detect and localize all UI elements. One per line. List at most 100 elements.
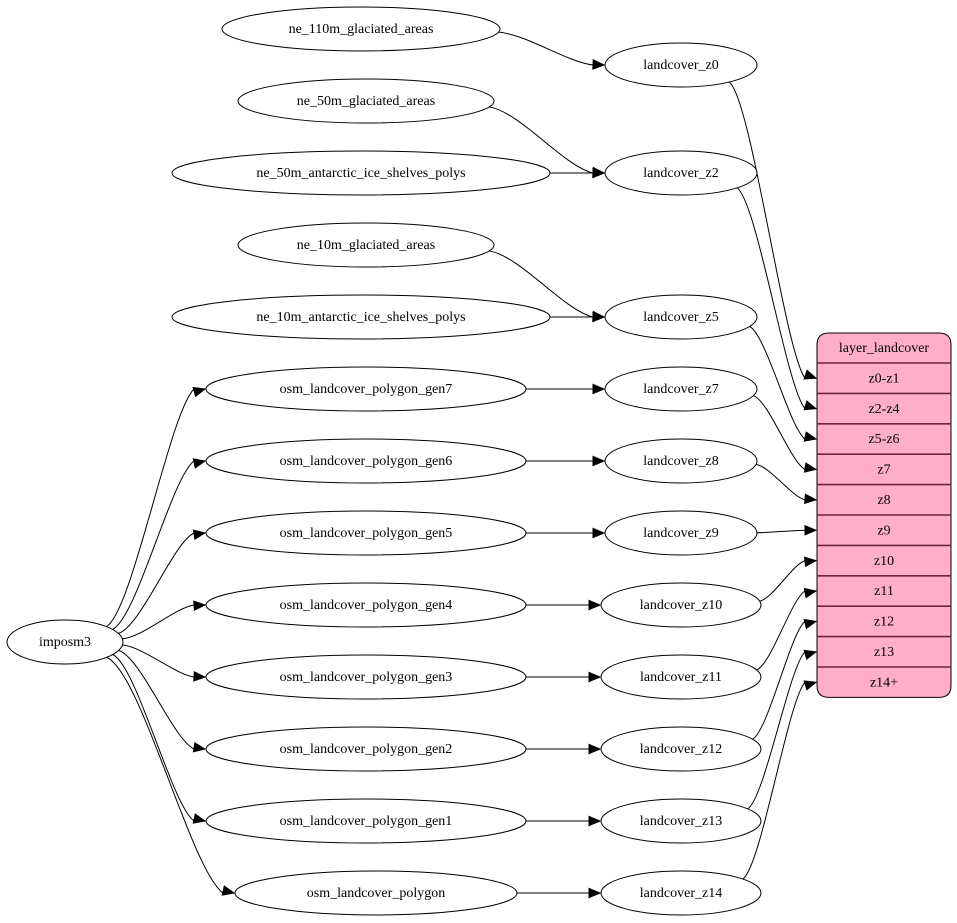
node-landcover_z5[interactable]: landcover_z5 bbox=[604, 294, 758, 340]
node-landcover_z8[interactable]: landcover_z8 bbox=[604, 438, 758, 484]
node-osm_landcover_polygon_gen2[interactable]: osm_landcover_polygon_gen2 bbox=[205, 726, 527, 772]
node-ellipse-shape bbox=[604, 42, 758, 88]
node-label: osm_landcover_polygon_gen1 bbox=[280, 814, 453, 829]
node-landcover_z13[interactable]: landcover_z13 bbox=[600, 798, 762, 844]
node-label: ne_10m_antarctic_ice_shelves_polys bbox=[256, 310, 465, 325]
edge-arrowhead bbox=[803, 618, 818, 630]
node-landcover_z7[interactable]: landcover_z7 bbox=[604, 366, 758, 412]
node-ne_50m_glaciated_areas[interactable]: ne_50m_glaciated_areas bbox=[237, 78, 495, 124]
edge-arrowhead bbox=[592, 455, 606, 467]
node-ellipse-shape bbox=[6, 619, 124, 665]
edge-imposm3-to-osm_landcover_polygon_gen2 bbox=[117, 649, 195, 750]
edge-imposm3-to-osm_landcover_polygon bbox=[106, 656, 224, 894]
node-osm_landcover_polygon_gen5[interactable]: osm_landcover_polygon_gen5 bbox=[205, 510, 527, 556]
node-label: landcover_z5 bbox=[643, 310, 718, 325]
node-ellipse-shape bbox=[604, 294, 758, 340]
edge-arrowhead bbox=[803, 431, 818, 442]
edge-landcover_z5-to-z5-z6 bbox=[748, 325, 806, 440]
node-landcover_z11[interactable]: landcover_z11 bbox=[600, 654, 762, 700]
node-label: ne_10m_glaciated_areas bbox=[297, 238, 435, 253]
node-ellipse-shape bbox=[205, 582, 527, 628]
node-landcover_z0[interactable]: landcover_z0 bbox=[604, 42, 758, 88]
node-label: landcover_z9 bbox=[643, 526, 718, 541]
node-label: osm_landcover_polygon_gen7 bbox=[280, 382, 453, 397]
node-ellipse-shape bbox=[604, 510, 758, 556]
node-label: landcover_z13 bbox=[640, 814, 722, 829]
edge-imposm3-to-osm_landcover_polygon_gen1 bbox=[112, 653, 195, 822]
edge-arrowhead bbox=[221, 885, 236, 896]
edge-arrowhead bbox=[803, 556, 818, 568]
layer-table-row-label: z9 bbox=[877, 523, 890, 538]
edge-landcover_z8-to-z8 bbox=[755, 463, 806, 501]
edge-arrowhead bbox=[588, 599, 602, 611]
node-label: landcover_z11 bbox=[640, 670, 722, 685]
node-ellipse-shape bbox=[234, 870, 518, 916]
node-ne_110m_glaciated_areas[interactable]: ne_110m_glaciated_areas bbox=[221, 6, 501, 52]
edge-arrowhead bbox=[588, 815, 602, 827]
layer-table-row-label: z2-z4 bbox=[868, 402, 899, 417]
node-ellipse-shape bbox=[600, 654, 762, 700]
node-osm_landcover_polygon_gen1[interactable]: osm_landcover_polygon_gen1 bbox=[205, 798, 527, 844]
edge-landcover_z12-to-z12 bbox=[751, 621, 806, 740]
node-ellipse-shape bbox=[237, 78, 495, 124]
node-ellipse-shape bbox=[221, 6, 501, 52]
node-ellipse-shape bbox=[237, 222, 495, 268]
layer-table-row-label: z8 bbox=[877, 493, 890, 508]
node-label: ne_50m_antarctic_ice_shelves_polys bbox=[256, 166, 465, 181]
node-label: imposm3 bbox=[39, 635, 91, 650]
node-label: ne_50m_glaciated_areas bbox=[297, 94, 435, 109]
edge-arrowhead bbox=[192, 529, 207, 541]
node-landcover_z2[interactable]: landcover_z2 bbox=[604, 150, 758, 196]
node-ne_10m_glaciated_areas[interactable]: ne_10m_glaciated_areas bbox=[237, 222, 495, 268]
node-osm_landcover_polygon_gen3[interactable]: osm_landcover_polygon_gen3 bbox=[205, 654, 527, 700]
edge-arrowhead bbox=[592, 527, 606, 539]
layer-table-row-label: z11 bbox=[874, 584, 894, 599]
edge-landcover_z9-to-z9 bbox=[756, 529, 806, 534]
edge-arrowhead bbox=[592, 383, 606, 395]
edge-arrowhead bbox=[592, 311, 606, 323]
layer-table-row-label: z7 bbox=[877, 463, 890, 478]
node-ellipse-shape bbox=[205, 366, 527, 412]
node-label: landcover_z0 bbox=[643, 58, 718, 73]
edge-imposm3-to-osm_landcover_polygon_gen5 bbox=[117, 532, 195, 635]
node-ellipse-shape bbox=[600, 726, 762, 772]
edge-arrowhead bbox=[803, 587, 818, 599]
node-ellipse-shape bbox=[600, 870, 762, 916]
layer-table-row-label: z5-z6 bbox=[868, 432, 899, 447]
node-label: osm_landcover_polygon bbox=[307, 886, 445, 901]
node-osm_landcover_polygon_gen4[interactable]: osm_landcover_polygon_gen4 bbox=[205, 582, 527, 628]
edge-arrowhead bbox=[803, 400, 818, 411]
node-label: landcover_z10 bbox=[640, 598, 722, 613]
node-landcover_z12[interactable]: landcover_z12 bbox=[600, 726, 762, 772]
node-ellipse-shape bbox=[205, 438, 527, 484]
edge-arrowhead bbox=[192, 741, 207, 753]
edge-arrowhead bbox=[592, 59, 606, 70]
edge-arrowhead bbox=[592, 167, 606, 179]
edge-arrowhead bbox=[803, 649, 818, 661]
node-label: osm_landcover_polygon_gen3 bbox=[280, 670, 453, 685]
node-ellipse-shape bbox=[171, 294, 551, 340]
node-landcover_z10[interactable]: landcover_z10 bbox=[600, 582, 762, 628]
edge-arrowhead bbox=[193, 600, 207, 612]
edge-imposm3-to-osm_landcover_polygon_gen6 bbox=[111, 460, 195, 631]
layer-landcover-table[interactable]: layer_landcoverz0-z1z2-z4z5-z6z7z8z9z10z… bbox=[816, 332, 952, 698]
node-label: osm_landcover_polygon_gen5 bbox=[280, 526, 453, 541]
node-ne_50m_antarctic_ice_shelves_polys[interactable]: ne_50m_antarctic_ice_shelves_polys bbox=[171, 150, 551, 196]
edge-landcover_z10-to-z10 bbox=[758, 560, 806, 602]
node-imposm3[interactable]: imposm3 bbox=[6, 619, 124, 665]
node-osm_landcover_polygon[interactable]: osm_landcover_polygon bbox=[234, 870, 518, 916]
node-landcover_z14[interactable]: landcover_z14 bbox=[600, 870, 762, 916]
node-ellipse-shape bbox=[600, 798, 762, 844]
node-ne_10m_antarctic_ice_shelves_polys[interactable]: ne_10m_antarctic_ice_shelves_polys bbox=[171, 294, 551, 340]
node-label: ne_110m_glaciated_areas bbox=[289, 22, 434, 37]
node-landcover_z9[interactable]: landcover_z9 bbox=[604, 510, 758, 556]
node-ellipse-shape bbox=[600, 582, 762, 628]
node-osm_landcover_polygon_gen7[interactable]: osm_landcover_polygon_gen7 bbox=[205, 366, 527, 412]
edge-imposm3-to-osm_landcover_polygon_gen4 bbox=[121, 604, 195, 640]
edge-imposm3-to-osm_landcover_polygon_gen7 bbox=[105, 388, 195, 628]
layer-table-row-label: z13 bbox=[874, 645, 894, 660]
edge-arrowhead bbox=[192, 386, 207, 398]
edge-arrowhead bbox=[588, 887, 602, 899]
node-osm_landcover_polygon_gen6[interactable]: osm_landcover_polygon_gen6 bbox=[205, 438, 527, 484]
edge-arrowhead bbox=[588, 743, 602, 755]
